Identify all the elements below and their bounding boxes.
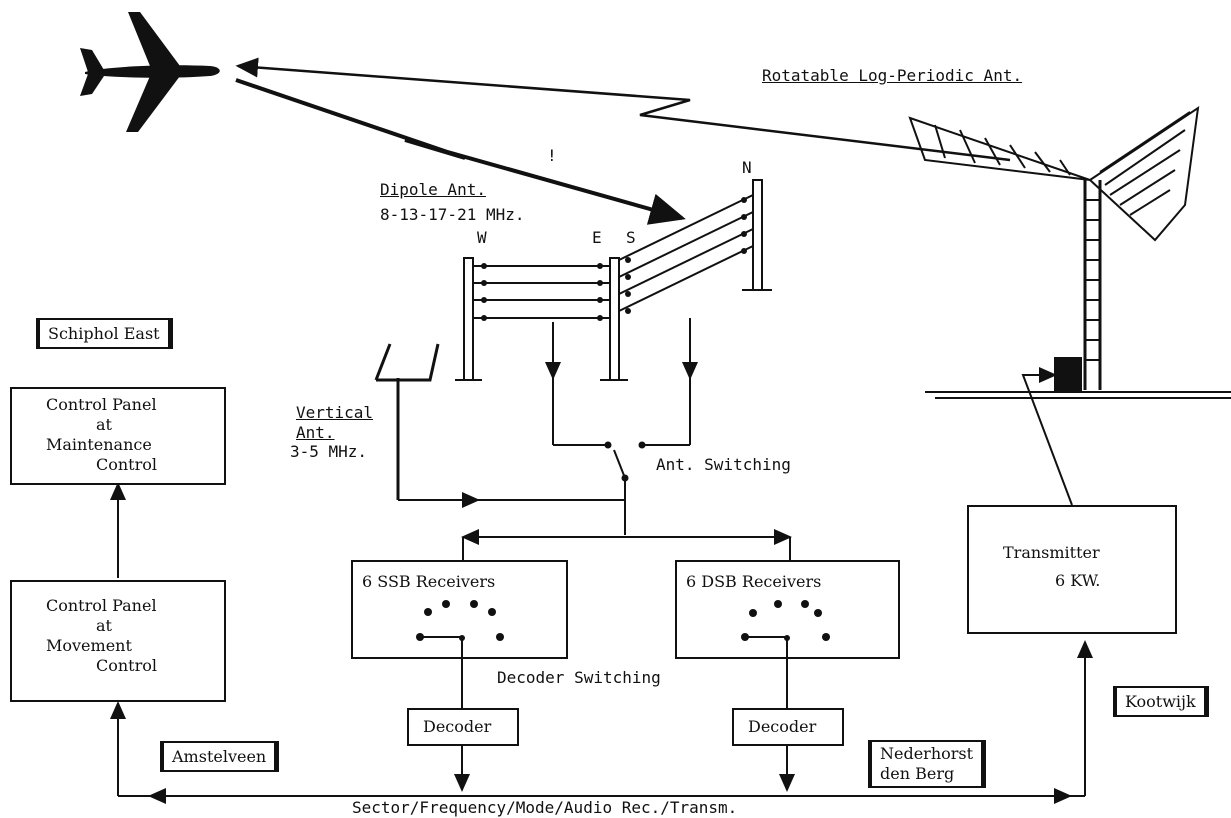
maintenance-line3: Maintenance: [46, 435, 152, 454]
transmitter-line1: Transmitter: [1003, 543, 1100, 562]
direction-n-label: N: [742, 158, 752, 177]
dsb-receivers-label: 6 DSB Receivers: [686, 572, 822, 591]
decoder-right-box: Decoder: [732, 708, 844, 746]
movement-control-panel-box: Control Panel at Movement Control: [10, 580, 226, 702]
movement-line2: at: [96, 616, 112, 635]
radio-links: [235, 57, 1011, 225]
direction-s-label: S: [626, 228, 636, 247]
movement-line4: Control: [96, 656, 158, 675]
airplane-icon: [80, 12, 220, 132]
ssb-receivers-box: 6 SSB Receivers: [351, 560, 568, 659]
decoder-switch-wiring: [420, 636, 795, 792]
dipole-feedpoints: [481, 197, 747, 321]
transmitter-line2: 6 KW.: [1055, 571, 1101, 590]
vertical-antenna-icon: [374, 343, 440, 500]
maintenance-line1: Control Panel: [46, 395, 157, 414]
dipole-antenna-label: Dipole Ant.: [380, 180, 486, 199]
vertical-frequency-label: 3-5 MHz.: [290, 442, 368, 461]
dipole-antenna: [455, 179, 772, 381]
switch-contacts: [604, 441, 646, 482]
dipole-frequency-label: 8-13-17-21 MHz.: [380, 205, 525, 224]
maintenance-control-panel-box: Control Panel at Maintenance Control: [10, 387, 226, 485]
ssb-receivers-label: 6 SSB Receivers: [362, 572, 496, 591]
decoder-left-label: Decoder: [423, 717, 492, 736]
data-bus: [118, 640, 1093, 804]
movement-line1: Control Panel: [46, 596, 157, 615]
location-schiphol-east: Schiphol East: [36, 318, 173, 349]
exclamation-mark: !: [547, 146, 557, 165]
antenna-switching-label: Ant. Switching: [656, 455, 791, 474]
log-periodic-antenna-icon: [908, 105, 1231, 399]
dsb-receivers-box: 6 DSB Receivers: [675, 560, 900, 659]
location-nederhorst: Nederhorst den Berg: [868, 740, 987, 788]
vertical-antenna-label-2: Ant.: [296, 423, 335, 442]
rotatable-antenna-label: Rotatable Log-Periodic Ant.: [762, 66, 1023, 85]
location-nederhorst-line2: den Berg: [880, 764, 955, 783]
maintenance-line2: at: [96, 415, 112, 434]
movement-line3: Movement: [46, 636, 132, 655]
decoder-left-box: Decoder: [407, 708, 519, 746]
transmitter-feed: [1021, 367, 1073, 506]
antenna-switch-wiring: [398, 318, 792, 560]
bus-label: Sector/Frequency/Mode/Audio Rec./Transm.: [352, 798, 738, 817]
direction-w-label: W: [477, 228, 487, 247]
location-kootwijk: Kootwijk: [1113, 686, 1209, 717]
location-amstelveen: Amstelveen: [160, 741, 280, 772]
decoder-switch-dots: [416, 600, 830, 641]
decoder-switching-label: Decoder Switching: [497, 668, 661, 687]
decoder-right-label: Decoder: [748, 717, 817, 736]
location-nederhorst-line1: Nederhorst: [880, 744, 974, 763]
transmitter-box: Transmitter 6 KW.: [967, 505, 1177, 634]
direction-e-label: E: [592, 228, 602, 247]
vertical-antenna-label-1: Vertical: [296, 403, 374, 422]
maintenance-line4: Control: [96, 455, 158, 474]
